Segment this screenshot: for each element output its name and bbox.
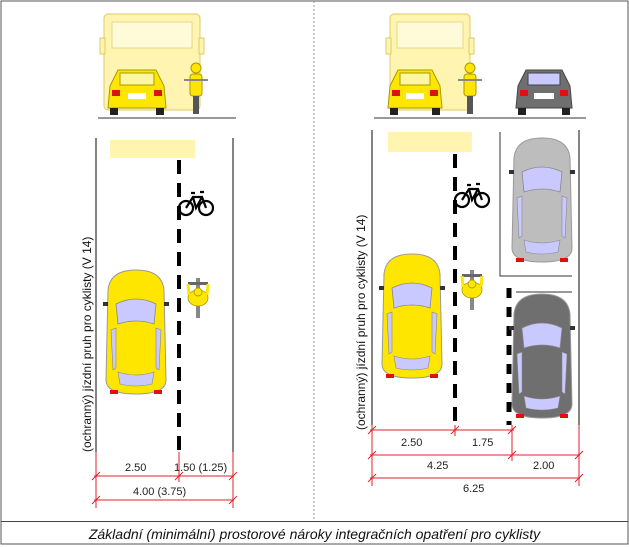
bicycle-symbol-icon (453, 182, 491, 209)
dim-lane-right: 4.25 (427, 460, 449, 472)
parked-car-top-light (508, 137, 576, 263)
cyclist-top-right (460, 268, 484, 312)
dim-bike-right: 1.75 (472, 437, 494, 449)
left-panel (91, 13, 238, 508)
figure-caption: Základní (minimální) prostorové nároky i… (1, 521, 628, 546)
cyclist-rear-left (184, 62, 208, 114)
dim-bike-left: 1.50 (1.25) (174, 462, 228, 474)
parked-car-top-dark (508, 293, 576, 419)
parking-bay-upper (499, 132, 572, 277)
parked-car-rear (515, 69, 573, 115)
lane-label-left: (ochranný) jízdní pruh pro cyklisty (V 1… (80, 236, 94, 452)
dim-total-right: 6.25 (463, 483, 485, 495)
car-top-left (102, 269, 170, 395)
lane-label-right: (ochranný) jízdní pruh pro cyklisty (V 1… (354, 214, 368, 430)
bus-shadow-left (110, 140, 195, 158)
cyclist-top-left (186, 276, 210, 320)
dim-car-left: 2.50 (125, 462, 147, 474)
dimension-lines-left (91, 452, 238, 508)
dim-total-left: 4.00 (3.75) (133, 486, 187, 498)
cyclist-rear-right (458, 62, 482, 114)
bicycle-symbol-icon (177, 190, 215, 217)
car-rear-left (107, 69, 167, 115)
bus-rear-right (385, 13, 475, 111)
car-rear-right (387, 69, 443, 115)
dimension-lines-right (367, 425, 584, 486)
right-panel (367, 13, 586, 486)
car-top-right (378, 253, 446, 379)
dim-parking-right: 2.00 (533, 460, 555, 472)
bus-shadow-right (388, 132, 472, 152)
dim-car-right: 2.50 (401, 437, 423, 449)
